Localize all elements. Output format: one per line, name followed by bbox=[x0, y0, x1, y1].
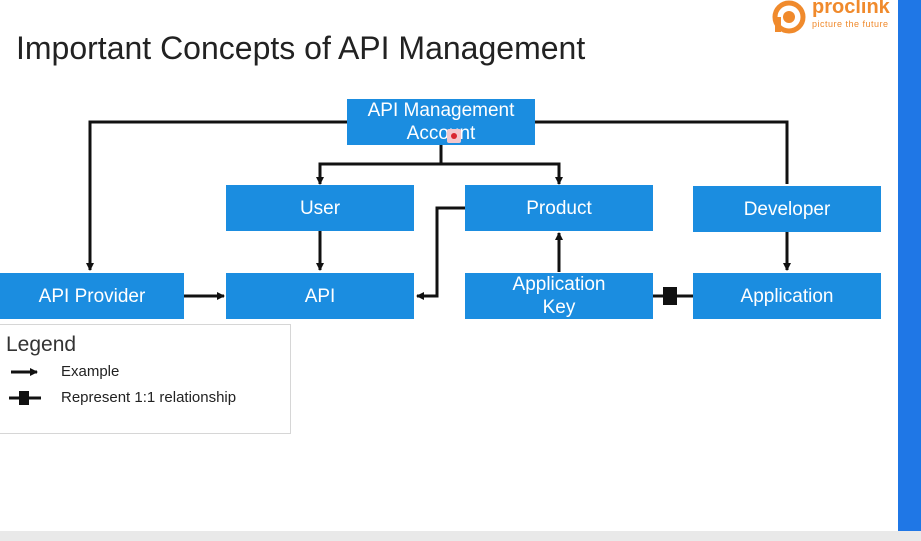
edge-account-to-product bbox=[441, 162, 563, 185]
box-developer: Developer bbox=[693, 186, 881, 232]
mouse-cursor-dot bbox=[451, 133, 457, 139]
box-api-management-account: API Management Account bbox=[347, 99, 535, 145]
logo-wordmark: proclink bbox=[812, 0, 890, 18]
box-product: Product bbox=[465, 185, 653, 231]
edge-account-to-user bbox=[316, 162, 441, 185]
box-application-key: Application Key bbox=[465, 273, 653, 319]
right-accent-strip bbox=[898, 0, 921, 531]
edge-product-to-api bbox=[416, 206, 465, 300]
legend: Legend Example Represent 1:1 relationshi… bbox=[0, 324, 291, 434]
box-application: Application bbox=[693, 273, 881, 319]
proclink-logo-icon bbox=[772, 0, 806, 34]
box-user: User bbox=[226, 185, 414, 231]
legend-symbols bbox=[9, 368, 41, 405]
logo-tagline: picture the future bbox=[812, 19, 889, 29]
edge-account-to-api-provider bbox=[86, 120, 347, 271]
connector-lines bbox=[86, 120, 791, 305]
legend-relationship-block bbox=[19, 391, 29, 405]
legend-title: Legend bbox=[6, 333, 77, 356]
slide-title: Important Concepts of API Management bbox=[16, 30, 586, 66]
slide: Important Concepts of API Management pro… bbox=[0, 0, 898, 531]
legend-example-label: Example bbox=[61, 363, 120, 380]
box-api: API bbox=[226, 273, 414, 319]
box-api-provider: API Provider bbox=[0, 273, 184, 319]
one-to-one-marker bbox=[663, 287, 677, 305]
legend-relationship-label: Represent 1:1 relationship bbox=[61, 389, 237, 406]
edge-account-to-application bbox=[535, 120, 789, 184]
proclink-logo: proclink picture the future bbox=[772, 0, 898, 34]
bottom-strip bbox=[0, 531, 921, 541]
